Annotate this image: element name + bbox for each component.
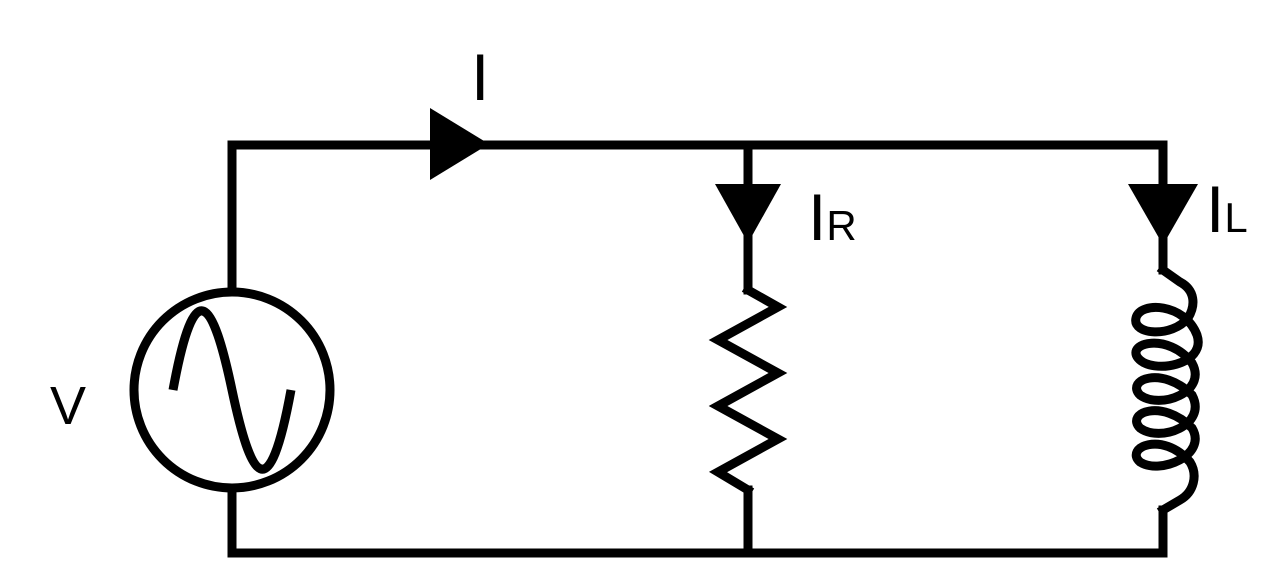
resistor (708, 283, 788, 497)
ac-voltage-source (129, 287, 335, 493)
resistor-current-subscript: R (826, 202, 856, 249)
sine-wave-icon (168, 306, 296, 474)
bottom-wire (227, 486, 1168, 558)
top-wire (227, 140, 1168, 293)
total-current-label: I (471, 40, 489, 114)
inductor-current-symbol: I (1206, 172, 1224, 246)
inductor-coil (1131, 263, 1203, 517)
resistor-current-label: IR (808, 180, 857, 254)
source-voltage-label: V (50, 376, 86, 436)
inductor-current-subscript: L (1224, 194, 1247, 241)
inductor-current-label: IL (1206, 172, 1248, 246)
resistor-current-symbol: I (808, 180, 826, 254)
resistor-current-arrow-icon (715, 184, 781, 243)
circuit-wires (227, 140, 1168, 558)
total-current-arrow-icon (430, 108, 489, 180)
inductor-current-arrow-icon (1128, 184, 1198, 245)
